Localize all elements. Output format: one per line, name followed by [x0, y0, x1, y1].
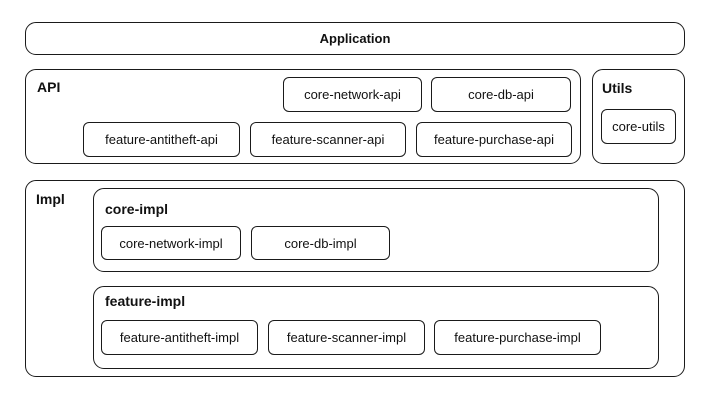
- feature-antitheft-api-module: feature-antitheft-api: [83, 122, 240, 157]
- module-label: feature-antitheft-api: [105, 132, 218, 147]
- module-label: feature-purchase-impl: [454, 330, 581, 345]
- core-utils-module: core-utils: [601, 109, 676, 144]
- module-label: core-utils: [612, 119, 665, 134]
- feature-purchase-impl-module: feature-purchase-impl: [434, 320, 601, 355]
- feature-scanner-impl-module: feature-scanner-impl: [268, 320, 425, 355]
- application-box: Application: [25, 22, 685, 55]
- application-label: Application: [319, 31, 391, 46]
- core-network-api-module: core-network-api: [283, 77, 422, 112]
- core-network-impl-module: core-network-impl: [101, 226, 241, 260]
- module-label: feature-scanner-api: [271, 132, 385, 147]
- module-label: feature-scanner-impl: [286, 330, 407, 345]
- impl-title: Impl: [36, 191, 65, 207]
- core-db-api-module: core-db-api: [431, 77, 571, 112]
- feature-impl-title: feature-impl: [105, 293, 186, 309]
- module-label: core-network-api: [304, 87, 401, 102]
- core-db-impl-module: core-db-impl: [251, 226, 390, 260]
- utils-title: Utils: [602, 80, 633, 96]
- feature-scanner-api-module: feature-scanner-api: [250, 122, 406, 157]
- api-title: API: [37, 79, 61, 95]
- module-label: core-db-impl: [284, 235, 357, 251]
- module-label: feature-antitheft-impl: [119, 330, 240, 345]
- core-impl-title: core-impl: [105, 201, 169, 217]
- module-label: core-network-impl: [119, 235, 223, 251]
- module-label: core-db-api: [468, 87, 534, 102]
- module-label: feature-purchase-api: [434, 132, 554, 147]
- feature-purchase-api-module: feature-purchase-api: [416, 122, 572, 157]
- feature-antitheft-impl-module: feature-antitheft-impl: [101, 320, 258, 355]
